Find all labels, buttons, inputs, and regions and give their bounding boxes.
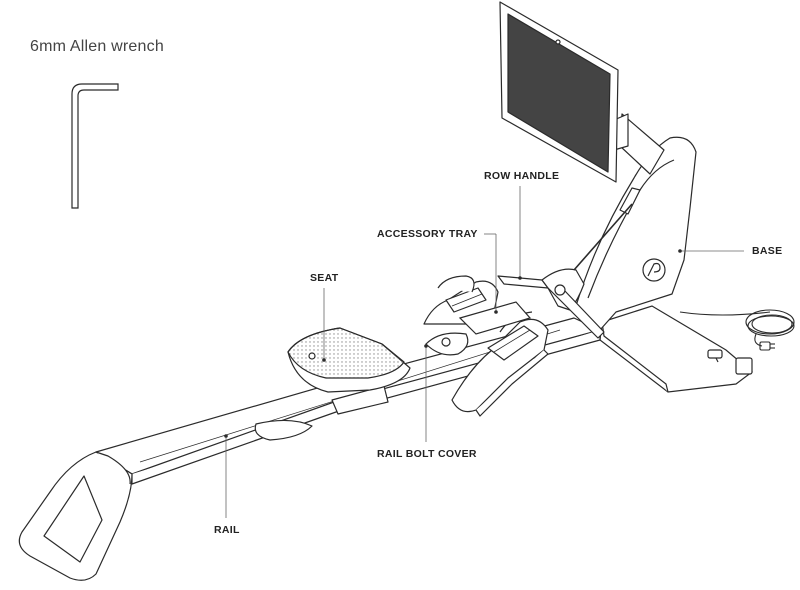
callout-base: BASE [752, 245, 783, 257]
rail-bolt-cover [425, 332, 469, 356]
callout-rail-bolt-cover: RAIL BOLT COVER [377, 448, 477, 460]
leader-lines [225, 186, 744, 518]
power-cable [679, 309, 795, 351]
base [575, 136, 697, 331]
callout-accessory-tray: ACCESSORY TRAY [377, 228, 478, 240]
callout-seat: SEAT [310, 272, 339, 284]
tool-label: 6mm Allen wrench [30, 38, 164, 55]
allen-wrench-icon [71, 83, 119, 209]
footrests [423, 275, 549, 417]
base-platform [599, 305, 753, 393]
row-handle [497, 203, 633, 339]
screen-assembly [499, 1, 665, 183]
accessory-tray [458, 301, 532, 335]
callout-rail: RAIL [214, 524, 240, 536]
seat-assembly [254, 327, 411, 441]
front-foot [18, 451, 133, 581]
callout-row-handle: ROW HANDLE [484, 170, 560, 182]
leader-dots [224, 249, 682, 438]
